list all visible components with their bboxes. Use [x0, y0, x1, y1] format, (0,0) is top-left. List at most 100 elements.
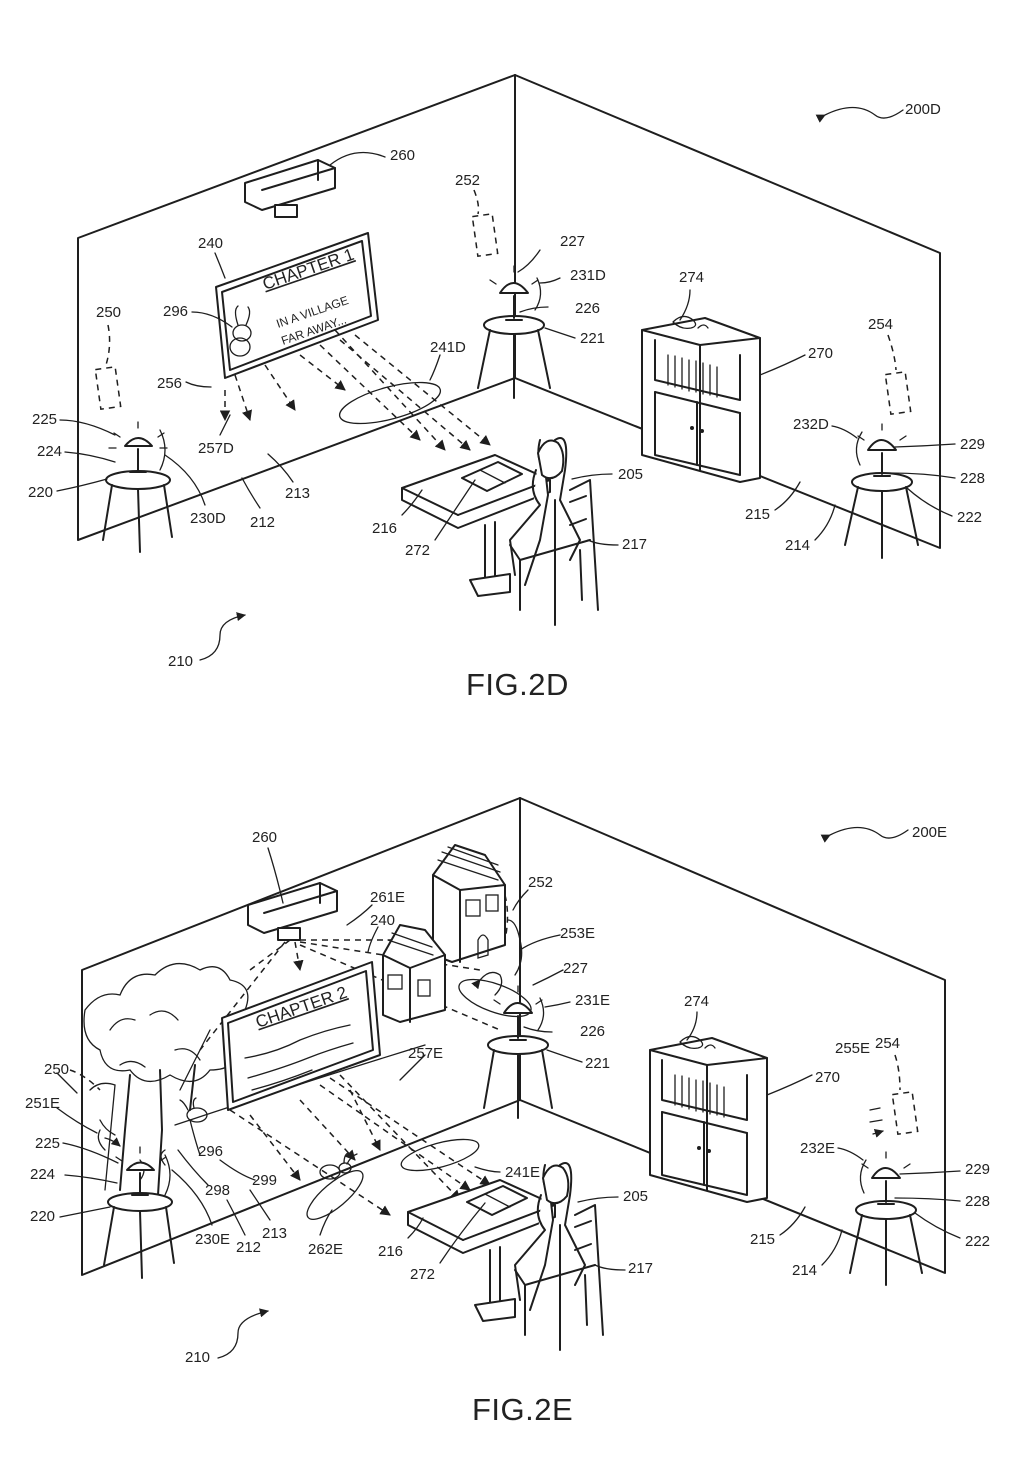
label-lamp-left-light: 230E [195, 1231, 230, 1248]
projector [247, 882, 338, 941]
label-projector: 260 [252, 829, 277, 846]
label-screen: 240 [198, 235, 223, 252]
sensors [69, 894, 919, 1146]
rabbit-on-screen [229, 305, 252, 357]
rabbit-on-floor [179, 1097, 358, 1180]
label-proj-light: 241D [430, 339, 466, 356]
label-sensor-mid: 252 [528, 874, 553, 891]
label-sensor-mid: 252 [455, 172, 480, 189]
reference-labels: 200E 260 261E 240 252 253E 227 231E 226 … [25, 824, 990, 1366]
label-bulb-right: 229 [960, 436, 985, 453]
label-bulb-mid: 226 [575, 300, 600, 317]
label-lamp-left-light: 230D [190, 510, 226, 527]
label-sensor-right: 254 [875, 1035, 900, 1052]
label-bookcase-item: 274 [679, 269, 704, 286]
label-table-right: 222 [965, 1233, 990, 1250]
label-wall-right: 214 [785, 537, 810, 554]
label-sensor-left-light: 251E [25, 1095, 60, 1112]
label-bulb-right: 229 [965, 1161, 990, 1178]
label-wall-right: 214 [792, 1262, 817, 1279]
label-lamp-left: 225 [32, 411, 57, 428]
label-sensor-left: 250 [44, 1061, 69, 1078]
label-lamp-mid: 227 [560, 233, 585, 250]
label-rabbit: 296 [198, 1143, 223, 1160]
label-sensor-left: 250 [96, 304, 121, 321]
label-table-left: 220 [28, 484, 53, 501]
label-chair: 217 [628, 1260, 653, 1277]
label-desk: 216 [378, 1243, 403, 1260]
label-bookcase: 270 [808, 345, 833, 362]
label-screen: 240 [370, 912, 395, 929]
figure-2d: CHAPTER 1 IN A VILLAGE FAR AWAY... [0, 0, 1012, 730]
middle-table-lamp [477, 265, 551, 399]
label-lamp-mid-light: 231D [570, 267, 606, 284]
label-table-left: 220 [30, 1208, 55, 1225]
label-floor-left: 213 [285, 485, 310, 502]
projection-beams [174, 939, 501, 1220]
label-lamp-right-light: 232E [800, 1140, 835, 1157]
label-sensor-mid-light: 253E [560, 925, 595, 942]
projector [244, 159, 336, 218]
figure-caption: FIG.2E [472, 1392, 573, 1427]
label-fig: 200E [912, 824, 947, 841]
figure-caption: FIG.2D [466, 667, 569, 702]
label-sensor-right: 254 [868, 316, 893, 333]
label-lamp-right-base: 228 [960, 470, 985, 487]
label-proj-beam: 261E [370, 889, 405, 906]
figure-2e: CHAPTER 2 [0, 730, 1012, 1463]
label-child: 205 [623, 1188, 648, 1205]
label-room: 210 [185, 1349, 210, 1366]
label-book: 272 [410, 1266, 435, 1283]
figure-2d-drawing: CHAPTER 1 IN A VILLAGE FAR AWAY... [28, 74, 985, 702]
desk-scene [407, 1162, 604, 1351]
bookcase [641, 315, 761, 483]
label-book: 272 [405, 542, 430, 559]
label-chair: 217 [622, 536, 647, 553]
label-proj-light: 241E [505, 1164, 540, 1181]
label-wall-left: 212 [250, 514, 275, 531]
label-rabbit-shadow: 299 [252, 1172, 277, 1189]
figure-2e-drawing: CHAPTER 2 [25, 797, 990, 1427]
sensors [94, 189, 912, 416]
label-bookcase-item: 274 [684, 993, 709, 1010]
middle-table-lamp [458, 978, 553, 1119]
right-table-lamp [844, 423, 919, 559]
label-floor-right: 215 [750, 1231, 775, 1248]
projected-houses [382, 844, 523, 1023]
projection-beams [219, 329, 491, 451]
display-screen: CHAPTER 1 IN A VILLAGE FAR AWAY... [215, 232, 379, 379]
label-projection: 256 [157, 375, 182, 392]
label-desk: 216 [372, 520, 397, 537]
label-child: 205 [618, 466, 643, 483]
label-bulb-left: 224 [37, 443, 62, 460]
label-table-right: 222 [957, 509, 982, 526]
label-fig: 200D [905, 101, 941, 118]
label-sensor-right-light: 255E [835, 1040, 870, 1057]
label-projection-light: 257D [198, 440, 234, 457]
label-floor-light: 262E [308, 1241, 343, 1258]
label-rabbit-path: 298 [205, 1182, 230, 1199]
label-lamp-left: 225 [35, 1135, 60, 1152]
label-lamp-mid: 227 [563, 960, 588, 977]
right-table-lamp [849, 1151, 923, 1286]
label-lamp-mid-light: 231E [575, 992, 610, 1009]
label-projector: 260 [390, 147, 415, 164]
label-bookcase: 270 [815, 1069, 840, 1086]
label-projection-light: 257E [408, 1045, 443, 1062]
bookcase [649, 1035, 768, 1203]
label-wall-left: 212 [236, 1239, 261, 1256]
label-table-mid: 221 [580, 330, 605, 347]
label-lamp-right-light: 232D [793, 416, 829, 433]
reference-labels: 200D 260 240 250 252 254 296 227 231D 22… [28, 101, 985, 670]
label-bulb-left: 224 [30, 1166, 55, 1183]
label-room: 210 [168, 653, 193, 670]
left-table-lamp [103, 1146, 175, 1279]
label-bulb-mid: 226 [580, 1023, 605, 1040]
display-screen: CHAPTER 2 [221, 961, 381, 1111]
label-table-mid: 221 [585, 1055, 610, 1072]
label-floor-right: 215 [745, 506, 770, 523]
label-floor-left: 213 [262, 1225, 287, 1242]
label-lamp-right-base: 228 [965, 1193, 990, 1210]
desk-scene [401, 437, 599, 626]
left-table-lamp [102, 421, 173, 553]
